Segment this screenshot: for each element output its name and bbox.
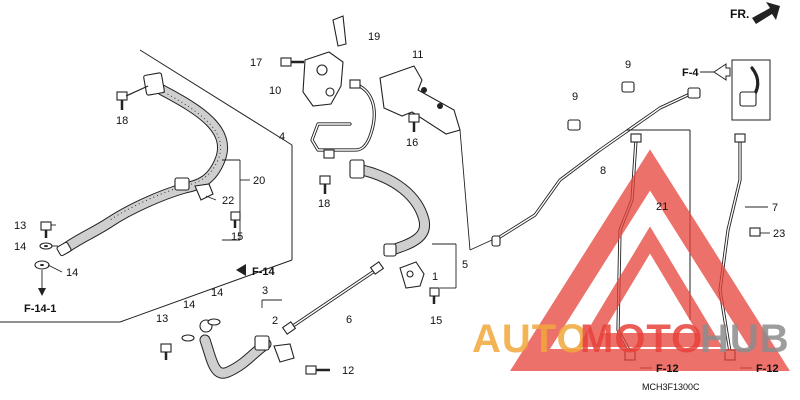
diagram-code: MCH3F1300C (642, 382, 700, 392)
reference-f14-1[interactable]: F-14-1 (24, 303, 56, 315)
callout-13-lower[interactable]: 13 (156, 313, 168, 325)
callout-18-center[interactable]: 18 (318, 198, 330, 210)
callout-5[interactable]: 5 (462, 259, 468, 271)
callout-15-center[interactable]: 15 (430, 315, 442, 327)
washer-14-lower-a[interactable] (181, 334, 195, 342)
washer-14-lower-b[interactable] (207, 318, 221, 326)
brake-pipe-4[interactable] (310, 79, 376, 159)
callout-1[interactable]: 1 (432, 271, 438, 283)
callout-11[interactable]: 11 (412, 49, 423, 61)
bolt-13-lower[interactable] (160, 343, 172, 360)
watermark-hub: HUB (700, 317, 790, 361)
clamp-2[interactable] (273, 343, 295, 363)
clamp-1[interactable] (399, 261, 425, 289)
callout-9-upper[interactable]: 9 (625, 59, 631, 71)
callout-4[interactable]: 4 (279, 131, 285, 143)
washer-14-upper-left[interactable] (39, 242, 53, 250)
callout-18-left[interactable]: 18 (116, 115, 128, 127)
watermark-auto: AUTO (472, 317, 589, 361)
callout-16[interactable]: 16 (406, 137, 418, 149)
fitting-detail-f4[interactable] (731, 59, 771, 121)
bolt-18-center[interactable] (319, 175, 331, 194)
reference-f14[interactable]: F-14 (252, 266, 276, 278)
bolt-18-left[interactable] (116, 85, 149, 110)
f14-arrow-icon (236, 264, 246, 276)
diagram-labels: FR. 19 11 17 10 4 16 18 18 20 22 15 13 1… (14, 7, 785, 392)
callout-14-lower-left[interactable]: 14 (183, 299, 195, 311)
callout-12[interactable]: 12 (342, 365, 354, 377)
callout-20[interactable]: 20 (253, 175, 265, 187)
bolt-16[interactable] (408, 113, 420, 132)
callout-9-lower[interactable]: 9 (572, 91, 578, 103)
callout-21[interactable]: 21 (656, 201, 668, 213)
callout-14-lower-right[interactable]: 14 (211, 287, 223, 299)
bolt-12[interactable] (305, 365, 330, 375)
brake-hose-3[interactable] (199, 319, 272, 379)
brake-pipe-6[interactable] (281, 261, 385, 335)
callout-10[interactable]: 10 (269, 85, 281, 97)
bolt-23[interactable] (749, 227, 761, 237)
callout-14-left-upper[interactable]: 14 (14, 241, 26, 253)
bolt-13-left[interactable] (40, 221, 52, 238)
reference-f4[interactable]: F-4 (682, 67, 699, 79)
clip-9-lower[interactable] (567, 119, 581, 131)
left-panel-frame (0, 49, 293, 323)
bolt-15-center[interactable] (429, 287, 440, 304)
watermark-moto: MOTO (580, 317, 703, 361)
leaders-left (38, 159, 250, 296)
callout-19[interactable]: 19 (368, 31, 380, 43)
callout-6[interactable]: 6 (346, 314, 352, 326)
reference-f12-center[interactable]: F-12 (656, 363, 679, 375)
callout-2[interactable]: 2 (272, 315, 278, 327)
bolt-17[interactable] (280, 57, 304, 67)
callout-3[interactable]: 3 (262, 285, 268, 297)
callout-7[interactable]: 7 (772, 202, 778, 214)
direction-label: FR. (730, 7, 749, 21)
callout-22[interactable]: 22 (222, 195, 234, 207)
brake-hose-20[interactable] (56, 72, 228, 257)
callout-13-left[interactable]: 13 (14, 220, 26, 232)
washer-14-lower-left[interactable] (34, 260, 50, 270)
front-direction-arrow-icon (752, 2, 780, 24)
callout-23[interactable]: 23 (773, 228, 785, 240)
clip-9-upper[interactable] (621, 81, 635, 93)
brake-pipe-8[interactable] (491, 87, 701, 247)
callout-14-left-lower[interactable]: 14 (66, 267, 78, 279)
f4-arrow-icon (713, 63, 731, 81)
callout-8[interactable]: 8 (600, 165, 606, 177)
bracket-11[interactable] (379, 65, 461, 135)
bolt-15-left[interactable] (230, 211, 241, 228)
reference-f12-right[interactable]: F-12 (756, 363, 779, 375)
watermark-logo (510, 149, 790, 371)
callout-17[interactable]: 17 (250, 57, 262, 69)
brake-hose-5[interactable] (349, 159, 430, 257)
three-way-joint-10[interactable] (302, 15, 347, 107)
callout-15-left[interactable]: 15 (231, 231, 243, 243)
watermark-text: AUTO MOTO HUB (472, 317, 790, 361)
